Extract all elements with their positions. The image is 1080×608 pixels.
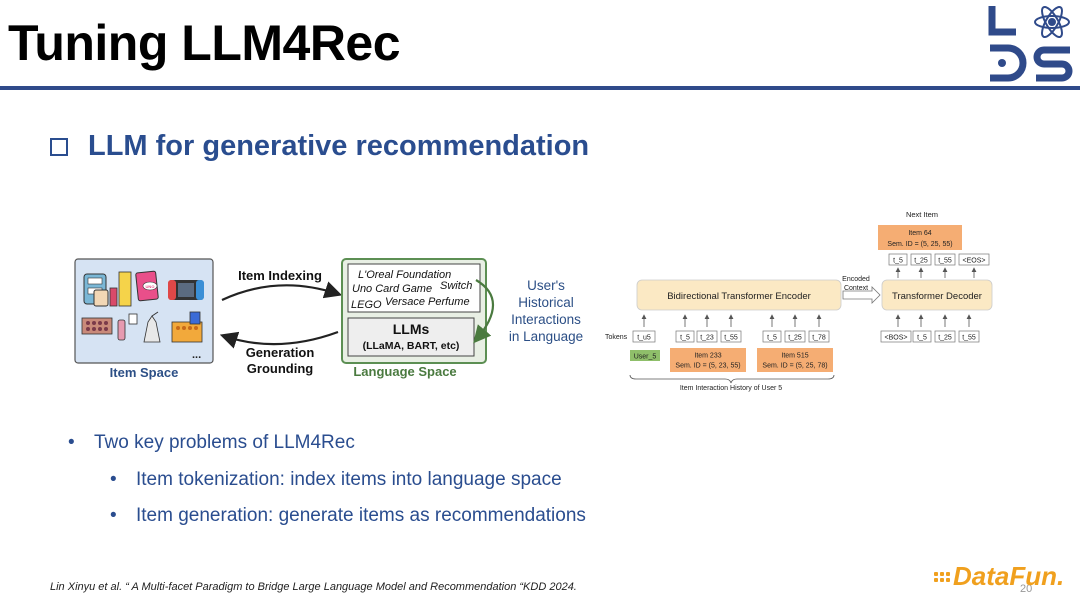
encoder-up-arrows bbox=[641, 314, 972, 327]
item-indexing-arrow bbox=[221, 281, 343, 301]
user-box bbox=[630, 350, 660, 361]
item2-name: Item 515 bbox=[781, 353, 808, 360]
decoder-input-token: t_5 bbox=[917, 335, 927, 342]
user-token: t_u5 bbox=[637, 335, 651, 342]
bullet-text: Two key problems of LLM4Rec bbox=[94, 432, 355, 453]
decoder-output-token: t_55 bbox=[938, 258, 952, 265]
decoder-up-arrows bbox=[895, 267, 977, 278]
encoded-context-line2: Context bbox=[844, 285, 868, 292]
generation-grounding-arrow bbox=[219, 330, 339, 349]
bullet-item-1: • Two key problems of LLM4Rec bbox=[68, 432, 355, 454]
right-figure: Next Item Item 64 Sem. ID = (5, 25, 55) … bbox=[605, 210, 993, 392]
bullet-item-2: • Item tokenization: index items into lan… bbox=[110, 469, 562, 491]
item2-sem: Sem. ID = (5, 25, 78) bbox=[762, 363, 827, 370]
history-arrow bbox=[473, 279, 495, 344]
product-icons: UNO bbox=[81, 270, 204, 343]
item2-token: t_5 bbox=[767, 335, 777, 342]
bullet-text: Item tokenization: index items into lang… bbox=[136, 469, 562, 490]
grounding-label: Grounding bbox=[247, 361, 313, 376]
llms-subtitle: (LLaMA, BART, etc) bbox=[363, 340, 460, 352]
page-number: 20 bbox=[1020, 583, 1033, 595]
item-name-versace: Versace Perfume bbox=[385, 296, 470, 308]
item-name-loreal: L'Oreal Foundation bbox=[358, 269, 451, 281]
item-name-lego: LEGO bbox=[351, 299, 382, 311]
tokens-label: Tokens bbox=[605, 334, 628, 341]
history-line3: Interactions bbox=[511, 312, 581, 327]
output-item-name: Item 64 bbox=[908, 230, 931, 237]
item1-sem: Sem. ID = (5, 23, 55) bbox=[675, 363, 740, 370]
item2-box bbox=[757, 348, 833, 372]
datafun-dots-icon bbox=[934, 571, 950, 582]
uno-label: UNO bbox=[146, 284, 155, 289]
history-line1: User's bbox=[527, 278, 565, 293]
left-figure: UNO ... Item Space Item Indexing Generat… bbox=[74, 258, 583, 380]
bullet-text: Item generation: generate items as recom… bbox=[136, 505, 586, 526]
bullet-dot: • bbox=[110, 505, 117, 526]
decoder-output-token: t_5 bbox=[893, 258, 903, 265]
output-item-sem: Sem. ID = (5, 25, 55) bbox=[887, 241, 952, 248]
generation-label: Generation bbox=[246, 345, 315, 360]
bullet-dot: • bbox=[68, 432, 75, 453]
datafun-logo-text: DataFun. bbox=[953, 561, 1065, 591]
encoded-context-arrow bbox=[842, 286, 881, 304]
encoder-label: Bidirectional Transformer Encoder bbox=[667, 291, 811, 302]
item-indexing-label: Item Indexing bbox=[238, 268, 322, 283]
bullet-item-3: • Item generation: generate items as reco… bbox=[110, 505, 586, 527]
datafun-logo: DataFun. bbox=[934, 561, 1064, 592]
user-label: User_5 bbox=[634, 354, 657, 361]
output-item-box bbox=[878, 225, 962, 250]
language-space-label: Language Space bbox=[353, 364, 456, 379]
decoder-output-token: t_25 bbox=[914, 258, 928, 265]
history-brace bbox=[629, 374, 835, 384]
history-line2: Historical bbox=[518, 295, 574, 310]
citation: Lin Xinyu et al. “ A Multi-facet Paradig… bbox=[50, 581, 577, 593]
checkbox-bullet-icon bbox=[50, 137, 68, 156]
decoder-block bbox=[881, 279, 993, 311]
item1-name: Item 233 bbox=[694, 353, 721, 360]
item-space-label: Item Space bbox=[110, 365, 179, 380]
item-name-uno: Uno Card Game bbox=[352, 283, 432, 295]
decoder-label: Transformer Decoder bbox=[892, 291, 982, 302]
llms-title: LLMs bbox=[393, 321, 430, 337]
decoder-input-token: <BOS> bbox=[885, 335, 908, 342]
encoder-block bbox=[636, 279, 842, 311]
encoded-context-line1: Encoded bbox=[842, 276, 870, 283]
section-heading-text: LLM for generative recommendation bbox=[88, 130, 590, 162]
item1-token: t_55 bbox=[724, 335, 738, 342]
decoder-input-token: t_25 bbox=[938, 335, 952, 342]
item1-token: t_5 bbox=[680, 335, 690, 342]
input-tokens: t_u5 t_5 t_23 t_55 t_5 t_25 t_78 <BOS> t… bbox=[632, 330, 980, 343]
title-divider bbox=[0, 86, 1080, 90]
history-caption: Item Interaction History of User 5 bbox=[680, 385, 782, 392]
item1-token: t_23 bbox=[700, 335, 714, 342]
item-name-switch: Switch bbox=[440, 280, 472, 292]
llms-box bbox=[347, 317, 475, 357]
lds-logo bbox=[988, 5, 1073, 82]
item2-token: t_78 bbox=[812, 335, 826, 342]
slide-title: Tuning LLM4Rec bbox=[8, 15, 401, 71]
decoder-output-tokens: t_5 t_25 t_55 <EOS> bbox=[888, 253, 990, 266]
next-item-label: Next Item bbox=[906, 210, 938, 219]
item2-token: t_25 bbox=[788, 335, 802, 342]
history-line4: in Language bbox=[509, 329, 583, 344]
item1-box bbox=[670, 348, 746, 372]
decoder-output-token: <EOS> bbox=[963, 258, 986, 265]
section-heading: LLM for generative recommendation bbox=[50, 130, 589, 163]
item-space-ellipsis: ... bbox=[192, 349, 201, 361]
decoder-input-token: t_55 bbox=[962, 335, 976, 342]
bullet-dot: • bbox=[110, 469, 117, 490]
